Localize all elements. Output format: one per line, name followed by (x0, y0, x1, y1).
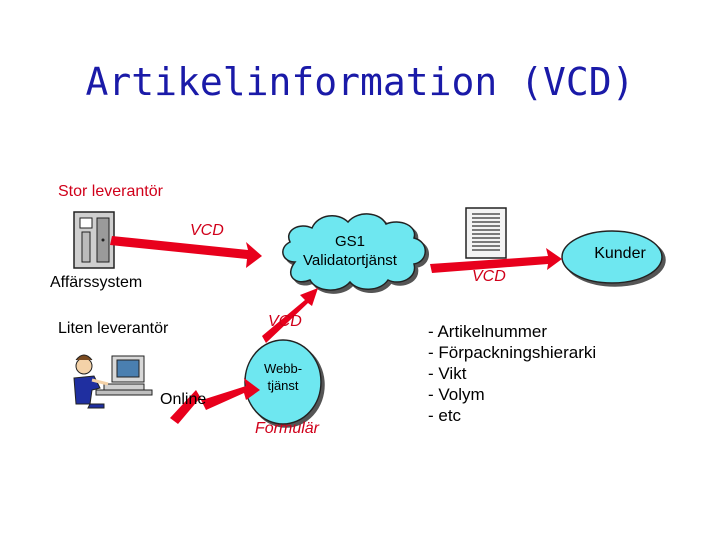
arrow-gs1-to-customers (430, 248, 562, 273)
web-service-line2: tjänst (267, 378, 299, 393)
web-service-line1: Webb- (263, 361, 303, 376)
list-item: - Volym (428, 385, 485, 404)
arrow-web-to-gs1 (262, 288, 318, 343)
person-at-computer-icon (73, 354, 153, 409)
customers-ellipse (561, 230, 663, 284)
small-supplier-label: Liten leverantör (58, 320, 169, 337)
list-item: - etc (428, 406, 462, 425)
arrow-online-to-web (170, 378, 260, 424)
list-item: - Förpackningshierarki (428, 343, 597, 362)
attribute-list: - Artikelnummer - Förpackningshierarki -… (428, 321, 596, 426)
online-label: Online (160, 391, 207, 408)
business-system-label: Affärssystem (50, 274, 143, 291)
web-service-text: Webb- tjänst (248, 360, 318, 394)
validator-service-name: Validatortjänst (303, 252, 397, 269)
large-supplier-label: Stor leverantör (58, 183, 163, 200)
vcd-label-web: VCD (268, 313, 302, 330)
page-title: Artikelinformation (VCD) (85, 60, 635, 104)
gs1-validator-text: GS1 Validatortjänst (290, 232, 410, 270)
server-icon (73, 211, 115, 269)
gs1-name: GS1 (334, 233, 365, 250)
vcd-label-customers: VCD (472, 268, 506, 285)
gs1-cloud (282, 213, 426, 291)
document-list-icon (465, 207, 507, 259)
form-label: Formulär (255, 420, 320, 437)
list-item: - Artikelnummer (428, 322, 548, 341)
customers-label: Kunder (594, 245, 646, 262)
arrow-large-supplier-to-gs1 (110, 236, 262, 268)
list-item: - Vikt (428, 364, 467, 383)
vcd-label-supplier: VCD (190, 222, 224, 239)
